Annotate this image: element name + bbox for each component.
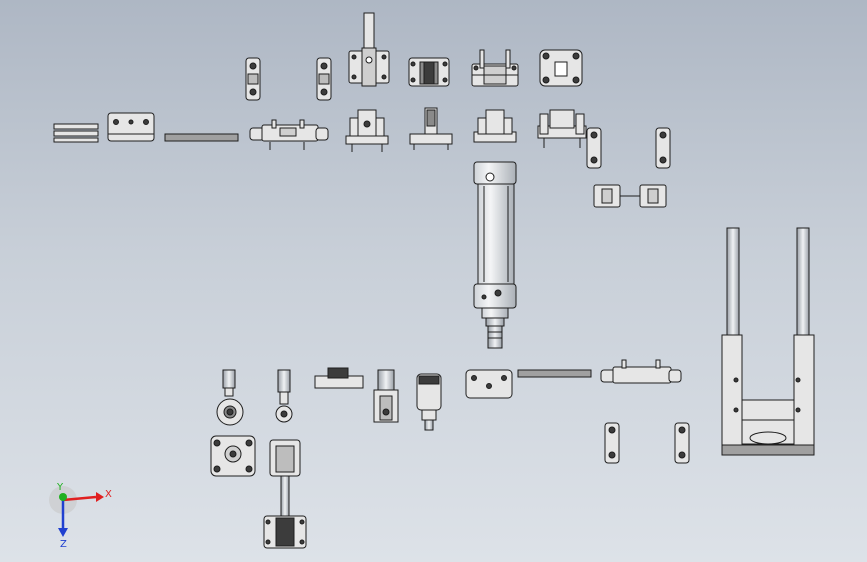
part-link-block-6[interactable] [674, 422, 690, 464]
part-flat-bar-2[interactable] [517, 369, 592, 378]
z-axis-label: Z [60, 539, 67, 550]
part-trunnion-pair[interactable] [593, 184, 667, 208]
part-fork-clevis[interactable] [373, 369, 399, 423]
part-linear-rail[interactable] [600, 359, 682, 384]
part-foot-bracket[interactable] [465, 369, 513, 399]
part-link-block-5[interactable] [604, 422, 620, 464]
part-spacer-stack[interactable] [53, 123, 99, 143]
part-pneumatic-cylinder[interactable] [473, 161, 517, 349]
part-double-guide[interactable] [471, 49, 519, 87]
x-axis-arrow [62, 495, 97, 502]
part-trunnion-block[interactable] [408, 57, 450, 87]
part-square-flange[interactable] [210, 435, 256, 477]
y-axis-label: Y [56, 482, 64, 493]
part-link-block-4[interactable] [655, 127, 671, 169]
part-pivot-bracket[interactable] [409, 107, 453, 150]
x-axis-label: X [105, 489, 112, 500]
coordinate-triad: X Y Z [49, 482, 112, 550]
part-flange-plate[interactable] [539, 49, 583, 87]
part-floating-joint[interactable] [416, 373, 442, 431]
part-rod-clevis-small[interactable] [275, 369, 293, 423]
part-clevis-mount[interactable] [348, 12, 390, 87]
part-link-block-1[interactable] [245, 57, 261, 101]
part-guide-rail[interactable] [249, 119, 329, 150]
y-axis-dot [59, 493, 67, 501]
part-rod-eye[interactable] [216, 369, 244, 426]
part-connecting-rod[interactable] [263, 439, 307, 549]
part-link-block-2[interactable] [316, 57, 332, 101]
part-clamp-base-3[interactable] [537, 109, 587, 148]
part-slide-block[interactable] [314, 367, 364, 389]
part-link-block-3[interactable] [586, 127, 602, 169]
part-flat-bar-1[interactable] [164, 133, 239, 142]
part-clamp-base-1[interactable] [345, 109, 389, 152]
part-mounting-plate[interactable] [107, 112, 155, 142]
part-clamp-base-2[interactable] [473, 109, 517, 143]
part-lift-frame[interactable] [721, 227, 815, 456]
